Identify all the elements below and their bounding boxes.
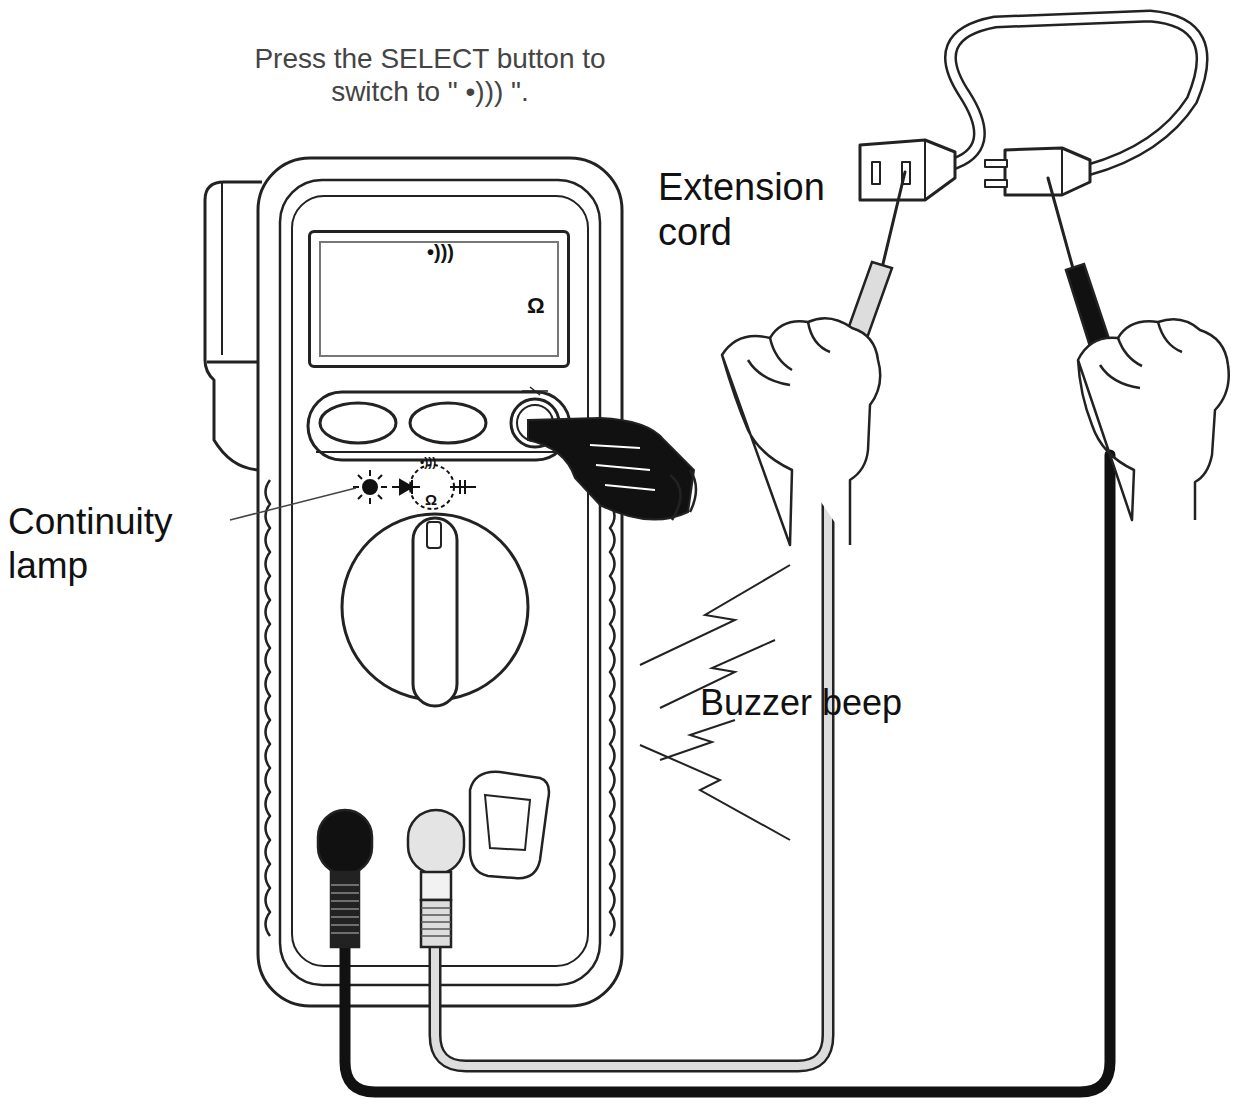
pointing-hand (528, 418, 694, 520)
leader-line (230, 488, 356, 520)
multimeter-body (205, 158, 622, 1006)
button-panel (410, 403, 486, 443)
function-symbols (450, 480, 476, 494)
hand (748, 322, 830, 385)
probe-plug (421, 908, 451, 936)
multimeter-body (280, 180, 600, 985)
buzzer-sound-bolts (640, 745, 790, 840)
display-symbol: •))) (427, 241, 454, 264)
extension-cord (985, 180, 1007, 187)
test-probe (882, 172, 905, 268)
pointing-hand (528, 418, 696, 520)
button-panel (320, 403, 396, 443)
test-lead-cable (435, 465, 828, 1066)
rotary-dial (413, 518, 457, 706)
function-symbols (410, 465, 454, 509)
extension-cord (950, 16, 1202, 170)
buzzer-sound-bolts (660, 720, 735, 760)
hand (722, 318, 1229, 545)
buzzer-sound-bolts (640, 565, 790, 665)
extension-cord (860, 16, 1202, 200)
instruction-note: Press the SELECT button to switch to " •… (225, 42, 635, 108)
probe-plug (331, 872, 359, 947)
function-symbols (392, 480, 420, 494)
extension-cord (924, 140, 926, 200)
probe-plug (318, 810, 372, 874)
part-label: Extension cord (658, 165, 873, 255)
button-panel (316, 451, 560, 453)
part-label: Continuity lamp (8, 500, 238, 587)
test-probe (1048, 178, 1074, 272)
rotary-dial (427, 522, 441, 548)
dial-symbol: •))) (420, 455, 450, 469)
probe-plug (408, 810, 464, 874)
multimeter-body (292, 196, 588, 966)
extension-cord (985, 160, 1007, 167)
probe-plug (421, 900, 451, 947)
probe-plug (331, 885, 359, 933)
part-label: Buzzer beep (700, 682, 1020, 724)
test-lead-cable (345, 455, 1110, 1092)
function-symbols (363, 480, 377, 494)
multimeter-body (610, 480, 615, 936)
multimeter-body (205, 182, 262, 470)
multimeter-body (221, 182, 223, 355)
probe-holder (485, 795, 530, 850)
extension-cord (860, 140, 955, 200)
pointing-hand (670, 470, 696, 520)
extension-cord (1005, 148, 1090, 195)
function-symbols (353, 465, 476, 509)
multimeter-body (266, 480, 271, 936)
button-panel (522, 387, 548, 395)
multimeter-body (258, 158, 622, 1006)
hand (1078, 319, 1229, 520)
pointing-hand (590, 445, 655, 490)
hand (722, 318, 880, 545)
probe-plug (421, 872, 451, 900)
function-symbols (353, 470, 387, 504)
lcd-display: •))) Ω (308, 230, 570, 368)
multimeter-body (207, 361, 262, 364)
rotary-dial (342, 514, 528, 706)
extension-cord (950, 16, 1202, 170)
probe-holder (470, 772, 549, 878)
extension-cord (872, 162, 880, 184)
test-lead-cable (345, 455, 1110, 1092)
probe-holder (470, 772, 549, 878)
dial-symbol: Ω (425, 491, 445, 509)
probe-plug (318, 810, 464, 947)
extension-cord (1061, 148, 1063, 195)
hand (1100, 322, 1182, 388)
test-lead-cable (435, 465, 828, 1066)
display-symbol: Ω (527, 293, 545, 319)
